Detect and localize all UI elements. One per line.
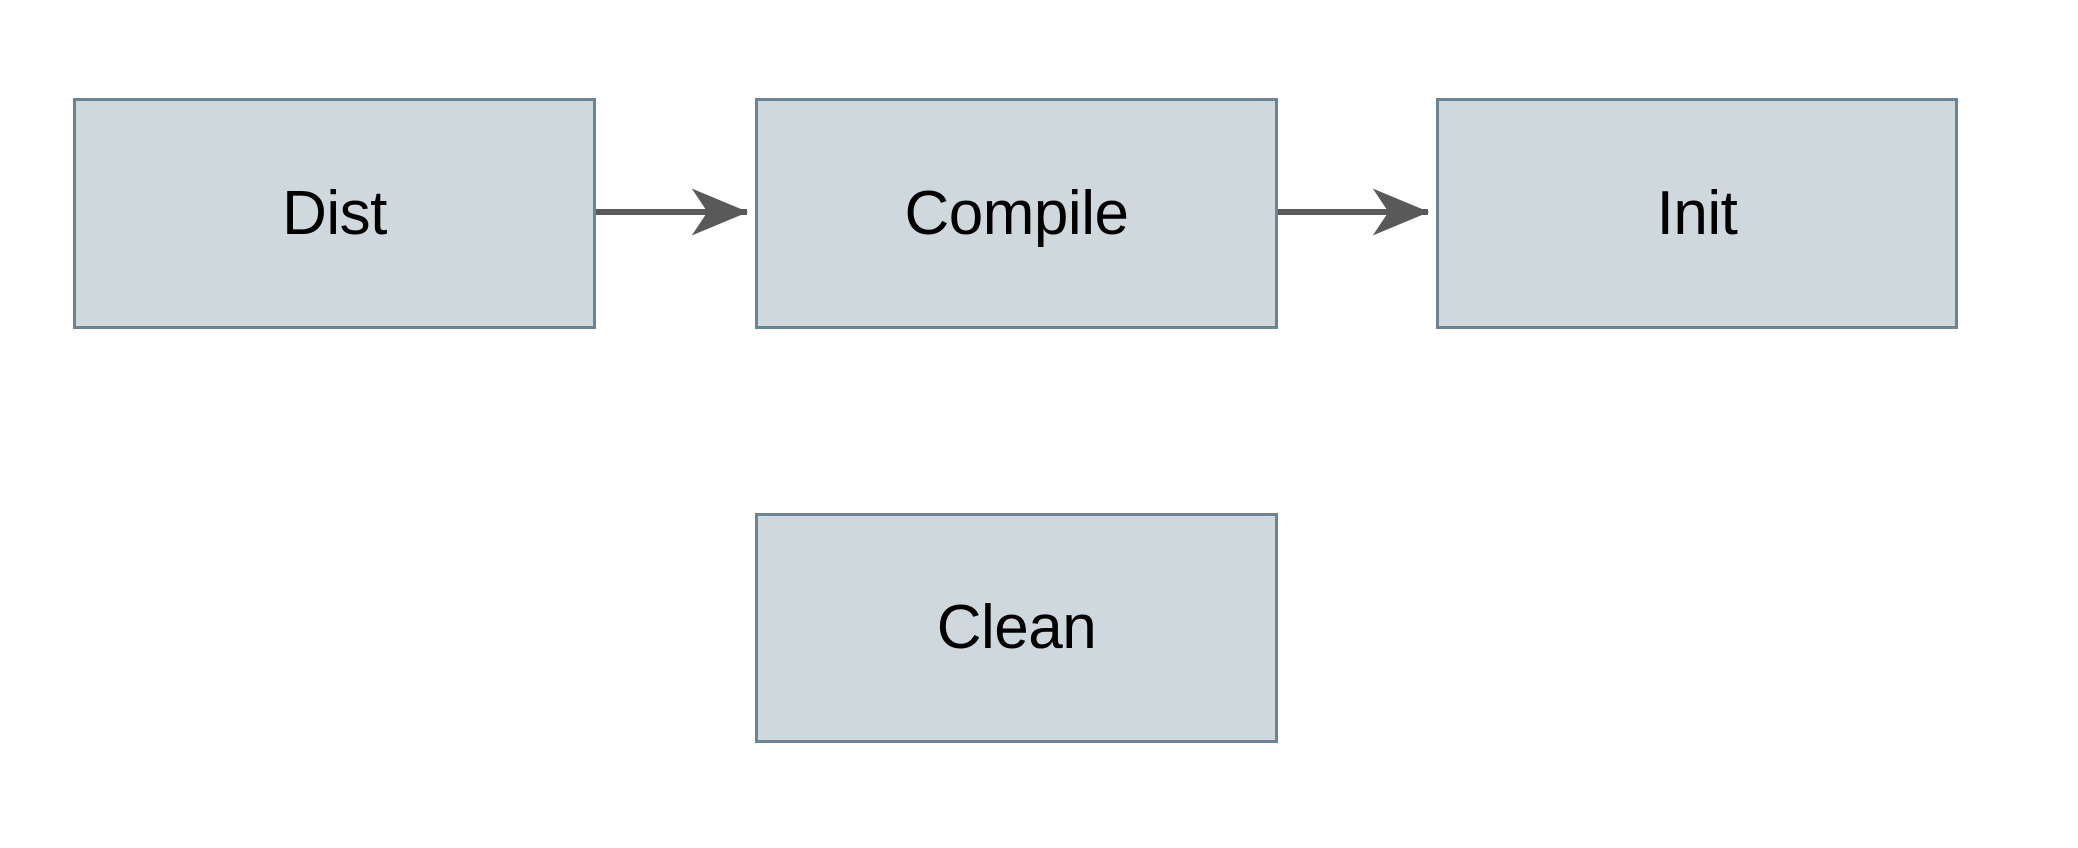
node-dist-label: Dist (282, 178, 387, 248)
node-compile[interactable]: Compile (755, 98, 1278, 329)
node-clean-label: Clean (936, 593, 1097, 662)
node-clean[interactable]: Clean (755, 513, 1278, 743)
edge-compile-init-hitbox[interactable] (1278, 196, 1436, 228)
node-init-label: Init (1656, 178, 1738, 248)
node-dist[interactable]: Dist (73, 98, 596, 329)
node-init[interactable]: Init (1436, 98, 1958, 329)
node-compile-label: Compile (904, 178, 1129, 248)
edge-dist-compile-hitbox[interactable] (596, 196, 755, 228)
